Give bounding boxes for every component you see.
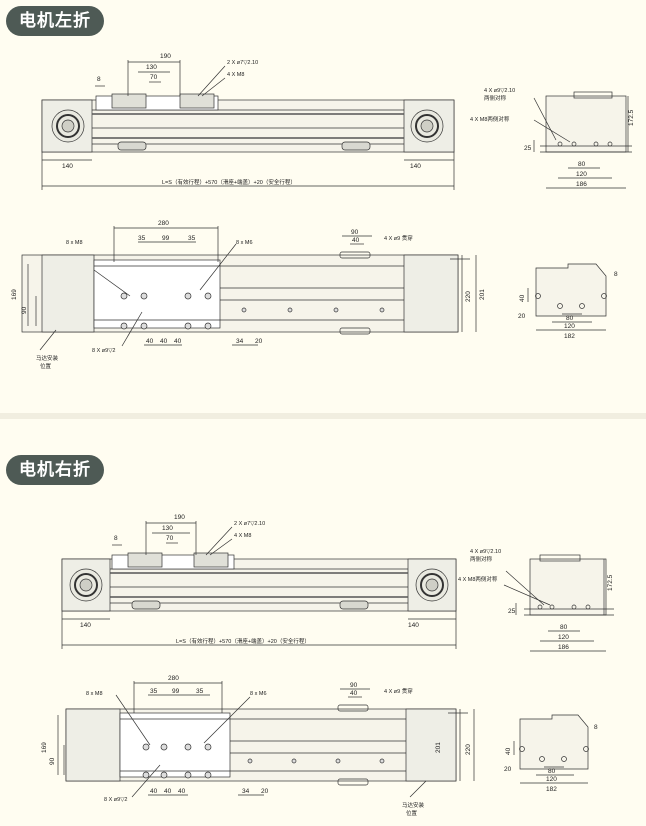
dim-130: 130	[146, 64, 157, 71]
side-dim-40c: 40	[174, 338, 182, 345]
dim-70: 70	[150, 74, 158, 81]
note-m8: 4 X M8	[234, 533, 251, 539]
end-dim-120: 120	[576, 171, 587, 178]
dim-8: 8	[114, 535, 118, 542]
motor-end-dim-182: 182	[564, 333, 575, 340]
motor-end-dim-40: 40	[505, 747, 512, 755]
motor-end-view-body	[535, 263, 607, 317]
side-dim-40b: 40	[164, 788, 172, 795]
motor-end-dim-182: 182	[546, 786, 557, 793]
motor-end-dim-20: 20	[518, 313, 526, 320]
motor-label-2: 位置	[40, 362, 52, 370]
drawing-left: 190 130 70 8 2 X ø7▽2.10 4 X M8 140 140 …	[11, 53, 635, 370]
dim-140-right: 140	[408, 622, 419, 629]
side-dim-220: 220	[465, 744, 472, 755]
section-motor-right: 电机右折	[0, 413, 646, 826]
motor-end-dim-8: 8	[594, 724, 598, 731]
note-m8: 4 X M8	[227, 72, 244, 78]
end-dim-120: 120	[558, 634, 569, 641]
end-dim-172-5: 172.5	[607, 574, 614, 591]
end-note-pin-2: 两侧对称	[470, 555, 493, 563]
end-note-pin: 4 X ø9▽2.10	[470, 549, 501, 555]
end-dim-172-5: 172.5	[628, 109, 635, 126]
drawing-right: 190 130 70 8 2 X ø7▽2.10 4 X M8 140 140 …	[41, 514, 614, 817]
side-dim-40c: 40	[178, 788, 186, 795]
dim-140-right: 140	[410, 163, 421, 170]
side-note-thru: 4 X ø9 贯穿	[384, 234, 413, 242]
side-dim-35b: 35	[188, 235, 196, 242]
side-dim-35b: 35	[196, 688, 204, 695]
side-dim-169: 169	[41, 742, 48, 753]
motor-label-2: 位置	[406, 809, 418, 817]
end-note-pin: 4 X ø9▽2.10	[484, 88, 515, 94]
section-title: 电机右折	[6, 455, 104, 485]
motor-label-1: 马达安装	[402, 801, 425, 809]
motor-end-dim-80: 80	[548, 768, 556, 775]
side-dim-40: 40	[350, 690, 358, 697]
side-dim-40: 40	[352, 237, 360, 244]
side-dim-90v: 90	[21, 306, 28, 314]
end-note-pin-2: 两侧对称	[484, 94, 507, 102]
end-note-m8: 4 X M8两侧对称	[470, 115, 510, 123]
side-dim-201: 201	[435, 742, 442, 753]
side-note-pin: 8 X ø9▽2	[92, 348, 116, 354]
dim-130: 130	[162, 525, 173, 532]
side-dim-280: 280	[158, 220, 169, 227]
side-note-pin: 8 X ø9▽2	[104, 797, 128, 803]
note-pin-hole: 2 X ø7▽2.10	[234, 521, 265, 527]
end-dim-25: 25	[508, 608, 516, 615]
length-formula: L=S（有效行程）+570（滑座+端盖）+20（安全行程）	[162, 178, 296, 186]
side-dim-90v: 90	[49, 757, 56, 765]
motor-label-1: 马达安装	[36, 354, 59, 362]
section-title: 电机左折	[6, 6, 104, 36]
side-dim-99: 99	[172, 688, 180, 695]
side-dim-169: 169	[11, 289, 18, 300]
side-dim-34: 34	[236, 338, 244, 345]
end-note-m8: 4 X M8两侧对称	[458, 575, 498, 583]
end-dim-80: 80	[578, 161, 586, 168]
side-note-m6: 8 x M6	[236, 240, 253, 246]
end-dim-186: 186	[576, 181, 587, 188]
side-note-thru: 4 X ø9 贯穿	[384, 687, 413, 695]
dim-190: 190	[174, 514, 185, 521]
dim-190: 190	[160, 53, 171, 60]
dim-8: 8	[97, 76, 101, 83]
side-dim-220: 220	[465, 291, 472, 302]
side-dim-201: 201	[479, 289, 486, 300]
side-note-m8: 8 x M8	[86, 691, 103, 697]
motor-end-dim-120: 120	[564, 323, 575, 330]
side-dim-90: 90	[350, 682, 358, 689]
motor-end-dim-120: 120	[546, 776, 557, 783]
motor-end-dim-8: 8	[614, 271, 618, 278]
side-dim-90: 90	[351, 229, 359, 236]
end-dim-186: 186	[558, 644, 569, 651]
side-dim-40a: 40	[146, 338, 154, 345]
side-dim-20: 20	[255, 338, 263, 345]
side-dim-20: 20	[261, 788, 269, 795]
dim-70: 70	[166, 535, 174, 542]
side-dim-40b: 40	[160, 338, 168, 345]
dim-140-left: 140	[80, 622, 91, 629]
side-dim-40a: 40	[150, 788, 158, 795]
side-note-m8: 8 x M8	[66, 240, 83, 246]
side-dim-35a: 35	[138, 235, 146, 242]
section-motor-left: 电机左折	[6, 6, 635, 370]
end-dim-25: 25	[524, 145, 532, 152]
motor-end-dim-20: 20	[504, 766, 512, 773]
end-dim-80: 80	[560, 624, 568, 631]
motor-end-dim-40: 40	[519, 294, 526, 302]
length-formula: L=S（有效行程）+570（滑座+端盖）+20（安全行程）	[176, 637, 310, 645]
side-note-m6: 8 x M6	[250, 691, 267, 697]
motor-end-dim-80: 80	[566, 315, 574, 322]
dim-140-left: 140	[62, 163, 73, 170]
side-dim-99: 99	[162, 235, 170, 242]
side-dim-280: 280	[168, 675, 179, 682]
note-pin-hole: 2 X ø7▽2.10	[227, 60, 258, 66]
side-dim-35a: 35	[150, 688, 158, 695]
side-dim-34: 34	[242, 788, 250, 795]
